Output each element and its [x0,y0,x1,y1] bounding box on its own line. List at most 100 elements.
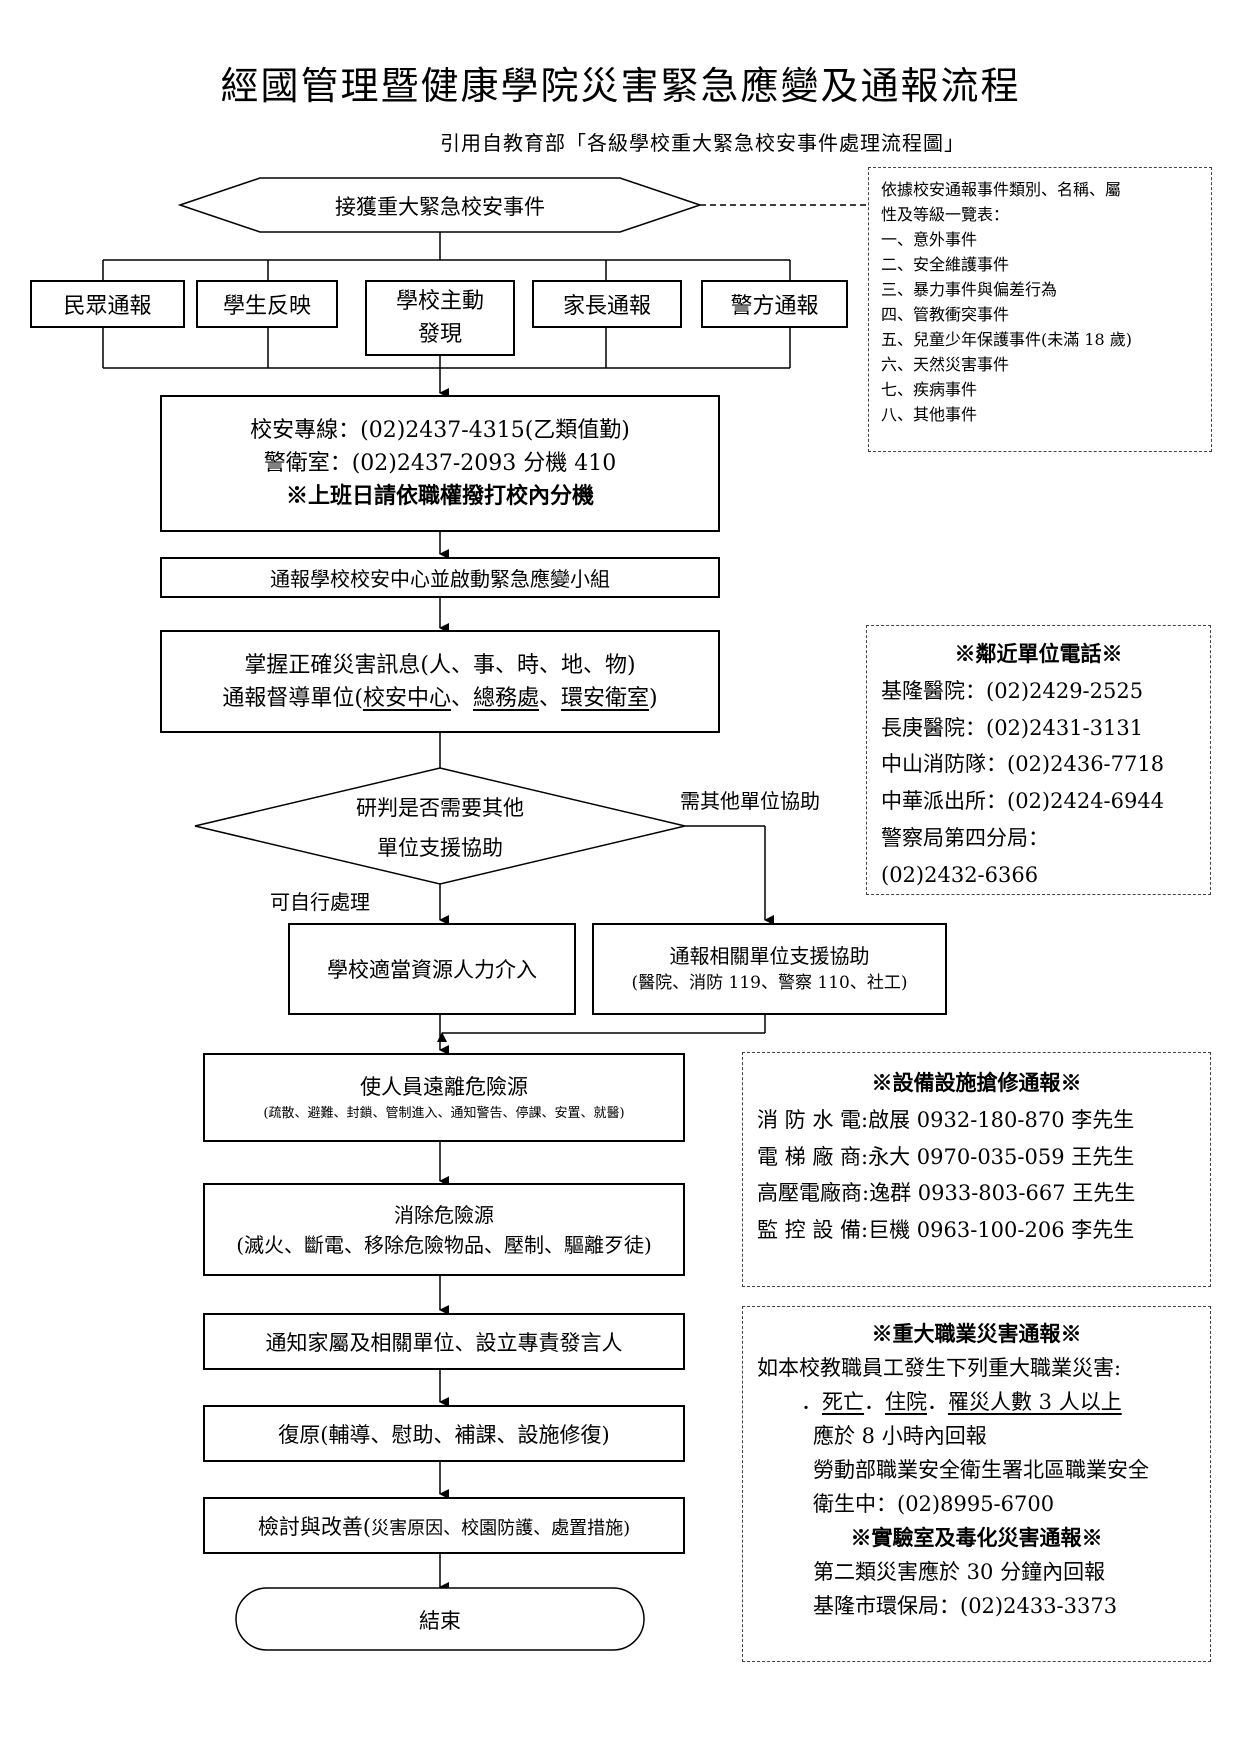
nearby-units-box: ※鄰近單位電話※ 基隆醫院：(02)2429-2525 長庚醫院：(02)243… [866,625,1211,895]
decision-line1: 研判是否需要其他 [356,796,524,820]
repair-role: 消 防 水 電 [757,1107,862,1132]
category-line: 七、疾病事件 [881,379,978,399]
event-category-note: 依據校安通報事件類別、名稱、屬 性及等級一覽表： 一、意外事件 二、安全維護事件… [868,167,1212,452]
repair-contact: 巨機 0963-100-206 李先生 [868,1218,1135,1242]
review-label: 檢討與改善(災害原因、校園防護、處置措施) [258,1511,630,1541]
bullet: ． [801,1390,822,1415]
occupational-title: ※重大職業災害通報※ [871,1321,1082,1346]
recovery-label: 復原(輔導、慰助、補課、設施修復) [278,1422,610,1447]
source-school-discovery: 學校主動發現 [365,280,515,356]
evacuate-line1: 使人員遠離危險源 [360,1075,528,1099]
item-hospitalized: 住院 [885,1390,927,1415]
occupational-agency-line1: 勞動部職業安全衛生署北區職業安全 [813,1458,1149,1483]
repair-row: 電 梯 廠 商:永大 0970-035-059 王先生 [757,1144,1135,1169]
lab-line1: 第二類災害應於 30 分鐘內回報 [813,1560,1106,1585]
occupational-agency-line2: 衛生中：(02)8995-6700 [813,1492,1055,1517]
page-title: 經國管理暨健康學院災害緊急應變及通報流程 [220,64,1021,108]
decision-line2: 單位支援協助 [377,836,503,860]
occupational-report-time: 應於 8 小時內回報 [813,1424,987,1449]
decision-shape [194,767,686,885]
grasp-line1: 掌握正確災害訊息(人、事、時、地、物) [244,652,636,678]
source-student-report: 學生反映 [196,280,338,328]
repair-contact: 逸群 0933-803-667 王先生 [869,1181,1136,1206]
notify-family-label: 通知家屬及相關單位、設立專責發言人 [265,1330,623,1355]
end-shape [235,1587,645,1651]
category-line: 八、其他事件 [881,404,978,424]
hotline-note: ※上班日請依職權撥打校內分機 [285,483,594,509]
occupational-intro: 如本校教職員工發生下列重大職業災害: [757,1356,1122,1381]
source-label: 家長通報 [562,294,651,319]
item-victims: 罹災人數 3 人以上 [948,1390,1122,1415]
repair-role: 高壓電廠商 [757,1181,862,1206]
category-line: 四、管教衝突事件 [881,304,1010,324]
recovery-box: 復原(輔導、慰助、補課、設施修復) [203,1405,685,1462]
lab-title: ※實驗室及毒化災害通報※ [850,1525,1103,1551]
hotline-box: 校安專線：(02)2437-4315(乙類值勤) 警衛室：(02)2437-20… [160,395,720,532]
category-line: 六、天然災害事件 [881,354,1010,374]
guard-line: 警衛室：(02)2437-2093 分機 410 [263,451,617,476]
repair-role: 監 控 設 備 [757,1218,862,1242]
self-handle-box: 學校適當資源人力介入 [288,923,576,1015]
occupational-items: ．死亡．住院．罹災人數 3 人以上 [757,1385,1210,1419]
evacuate-box: 使人員遠離危險源 (疏散、避難、封鎖、管制進入、通知警告、停課、安置、就醫) [203,1053,685,1142]
hotline-line: 校安專線：(02)2437-4315(乙類值勤) [250,418,630,443]
page-subtitle: 引用自教育部「各級學校重大緊急校安事件處理流程圖」 [440,131,965,155]
separator: 、 [450,685,473,711]
nearby-title: ※鄰近單位電話※ [954,641,1123,666]
bullet: ． [864,1390,885,1415]
category-line: 依據校安通報事件類別、名稱、屬 [881,180,1122,199]
repair-row: 高壓電廠商:逸群 0933-803-667 王先生 [757,1181,1136,1206]
review-box: 檢討與改善(災害原因、校園防護、處置措施) [203,1497,685,1554]
repair-role: 電 梯 廠 商 [757,1144,862,1169]
nearby-line: 基隆醫院：(02)2429-2525 [881,678,1144,703]
evacuate-line2: (疏散、避難、封鎖、管制進入、通知警告、停課、安置、就醫) [263,1105,625,1121]
decision-no-label: 可自行處理 [270,890,370,914]
review-detail: 災害原因、校園防護、處置措施) [371,1517,631,1539]
category-line: 二、安全維護事件 [881,254,1010,274]
grasp-suffix: ) [649,685,658,711]
decision-yes-label: 需其他單位協助 [680,789,820,813]
nearby-line: 中山消防隊：(02)2436-7718 [881,752,1165,777]
notify-center-box: 通報學校校安中心並啟動緊急應變小組 [160,557,720,598]
category-line: 五、兒童少年保護事件(未滿 18 歲) [881,329,1133,349]
self-handle-label: 學校適當資源人力介入 [327,958,537,982]
category-line: 性及等級一覽表： [881,204,1010,224]
nearby-line: (02)2432-6366 [881,862,1039,887]
repair-contact: 永大 0970-035-059 王先生 [868,1144,1135,1169]
bullet: ． [927,1390,948,1415]
nearby-line: 中華派出所：(02)2424-6944 [881,789,1165,813]
start-event-label: 接獲重大緊急校安事件 [335,195,545,219]
repair-title: ※設備設施搶修通報※ [871,1070,1082,1095]
source-police-report: 警方通報 [701,280,848,328]
source-label: 學生反映 [222,294,311,319]
item-death: 死亡 [822,1390,864,1415]
repair-row: 監 控 設 備:巨機 0963-100-206 李先生 [757,1218,1135,1242]
notify-family-box: 通知家屬及相關單位、設立專責發言人 [203,1313,685,1370]
end-label: 結束 [419,1609,461,1633]
external-line2: (醫院、消防 119、警察 110、社工) [631,973,908,994]
source-label: 學校主動 [395,289,484,314]
repair-row: 消 防 水 電:啟展 0932-180-870 李先生 [757,1107,1135,1132]
eliminate-box: 消除危險源 (滅火、斷電、移除危險物品、壓制、驅離歹徒) [203,1183,685,1276]
repair-contact: 啟展 0932-180-870 李先生 [868,1107,1135,1132]
category-line: 三、暴力事件與偏差行為 [881,279,1058,299]
lab-line2: 基隆市環保局：(02)2433-3373 [813,1594,1118,1619]
separator: 、 [539,685,562,711]
source-label: 警方通報 [730,294,819,319]
grasp-prefix: 通報督導單位( [222,685,363,711]
occupational-disaster-box: ※重大職業災害通報※ 如本校教職員工發生下列重大職業災害: ．死亡．住院．罹災人… [742,1306,1211,1662]
grasp-info-box: 掌握正確災害訊息(人、事、時、地、物) 通報督導單位(校安中心、總務處、環安衛室… [160,630,720,733]
eliminate-line1: 消除危險源 [394,1202,494,1227]
nearby-line: 長庚醫院：(02)2431-3131 [881,715,1144,740]
category-line: 一、意外事件 [881,229,978,249]
source-public-report: 民眾通報 [30,280,185,328]
source-parent-report: 家長通報 [532,280,682,328]
notify-center-label: 通報學校校安中心並啟動緊急應變小組 [270,567,610,591]
unit-general-affairs: 總務處 [472,685,539,711]
unit-env-safety: 環安衛室 [561,685,650,711]
repair-contacts-box: ※設備設施搶修通報※ 消 防 水 電:啟展 0932-180-870 李先生 電… [742,1052,1211,1287]
eliminate-line2: (滅火、斷電、移除危險物品、壓制、驅離歹徒) [236,1232,652,1257]
nearby-line: 警察局第四分局： [881,825,1049,850]
source-label-line2: 發現 [417,322,462,347]
